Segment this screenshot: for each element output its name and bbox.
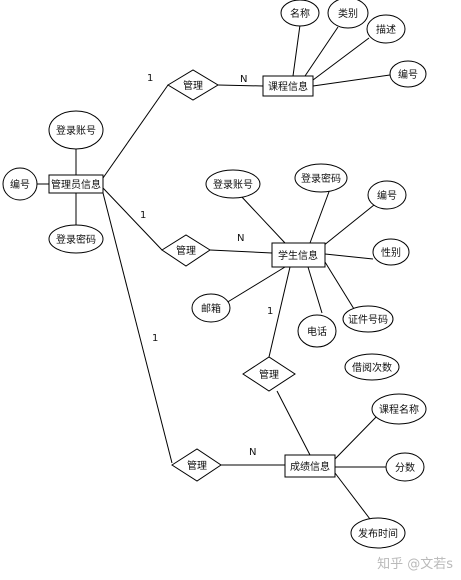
- attribute-course-category: 类别: [327, 0, 369, 29]
- attribute-student-password: 登录密码: [294, 163, 348, 193]
- entity-grade-info[interactable]: 成绩信息: [284, 454, 336, 478]
- svg-text:登录账号: 登录账号: [56, 124, 96, 137]
- attribute-grade-publish-time: 发布时间: [350, 517, 406, 549]
- svg-text:描述: 描述: [376, 23, 396, 36]
- attribute-course-id: 编号: [389, 60, 427, 88]
- svg-text:分数: 分数: [395, 461, 415, 474]
- entity-label: 课程信息: [268, 80, 308, 93]
- entity-label: 成绩信息: [290, 460, 330, 473]
- svg-text:课程名称: 课程名称: [379, 403, 419, 416]
- svg-text:性别: 性别: [381, 246, 401, 259]
- svg-text:证件号码: 证件号码: [348, 314, 388, 326]
- attribute-student-gender: 性别: [372, 238, 410, 266]
- entity-label: 管理员信息: [51, 178, 101, 191]
- cardinality-student-grade-one: 1: [267, 306, 273, 317]
- entity-student-info[interactable]: 学生信息: [271, 242, 326, 268]
- attribute-grade-course-name: 课程名称: [371, 393, 427, 425]
- relationship-admin-student[interactable]: 管理: [161, 234, 211, 267]
- relationship-label: 管理: [176, 244, 196, 257]
- watermark: 知乎 @文若s: [377, 557, 453, 572]
- attribute-course-description: 描述: [366, 14, 406, 44]
- svg-text:发布时间: 发布时间: [358, 527, 398, 540]
- attribute-grade-score: 分数: [385, 452, 425, 482]
- attribute-admin-id: 编号: [2, 167, 38, 201]
- attribute-course-name: 名称: [280, 0, 320, 27]
- cardinality-admin-grade-many: N: [249, 447, 256, 458]
- cardinality-admin-student-one: 1: [140, 210, 146, 221]
- attribute-student-email: 邮箱: [191, 293, 231, 323]
- cardinality-admin-student-many: N: [237, 233, 244, 244]
- entity-admin-info[interactable]: 管理员信息: [48, 174, 104, 194]
- entity-label: 学生信息: [278, 249, 318, 262]
- svg-text:编号: 编号: [377, 189, 397, 202]
- svg-text:登录账号: 登录账号: [213, 178, 253, 191]
- cardinality-admin-course-one: 1: [147, 73, 153, 84]
- relationship-student-grade[interactable]: 管理: [242, 356, 296, 392]
- cardinality-labels: 1 N 1 N 1 N 1: [140, 73, 273, 458]
- relationship-label: 管理: [187, 459, 207, 472]
- attribute-admin-password: 登录密码: [48, 224, 104, 254]
- cardinality-admin-course-many: N: [240, 74, 247, 85]
- cardinality-admin-grade-one: 1: [152, 333, 158, 344]
- attribute-admin-account: 登录账号: [48, 110, 104, 150]
- relationship-admin-course[interactable]: 管理: [167, 69, 219, 101]
- entity-course-info[interactable]: 课程信息: [262, 75, 314, 97]
- svg-text:登录密码: 登录密码: [56, 233, 96, 246]
- attribute-student-account: 登录账号: [205, 169, 261, 199]
- relationship-label: 管理: [183, 79, 203, 92]
- svg-text:名称: 名称: [290, 7, 310, 20]
- edges: [37, 24, 391, 524]
- relationship-label: 管理: [259, 368, 279, 381]
- svg-text:登录密码: 登录密码: [301, 172, 341, 185]
- svg-text:类别: 类别: [338, 7, 358, 20]
- svg-text:电话: 电话: [307, 325, 327, 338]
- svg-text:借阅次数: 借阅次数: [352, 361, 392, 374]
- attribute-student-phone: 电话: [297, 314, 337, 348]
- attribute-student-id: 编号: [367, 180, 407, 210]
- attribute-student-idcard: 证件号码: [342, 305, 394, 333]
- relationship-admin-grade[interactable]: 管理: [171, 448, 222, 482]
- svg-text:编号: 编号: [10, 178, 30, 191]
- attribute-borrow-count: 借阅次数: [344, 353, 400, 381]
- svg-text:编号: 编号: [398, 68, 418, 81]
- svg-text:邮箱: 邮箱: [201, 302, 221, 315]
